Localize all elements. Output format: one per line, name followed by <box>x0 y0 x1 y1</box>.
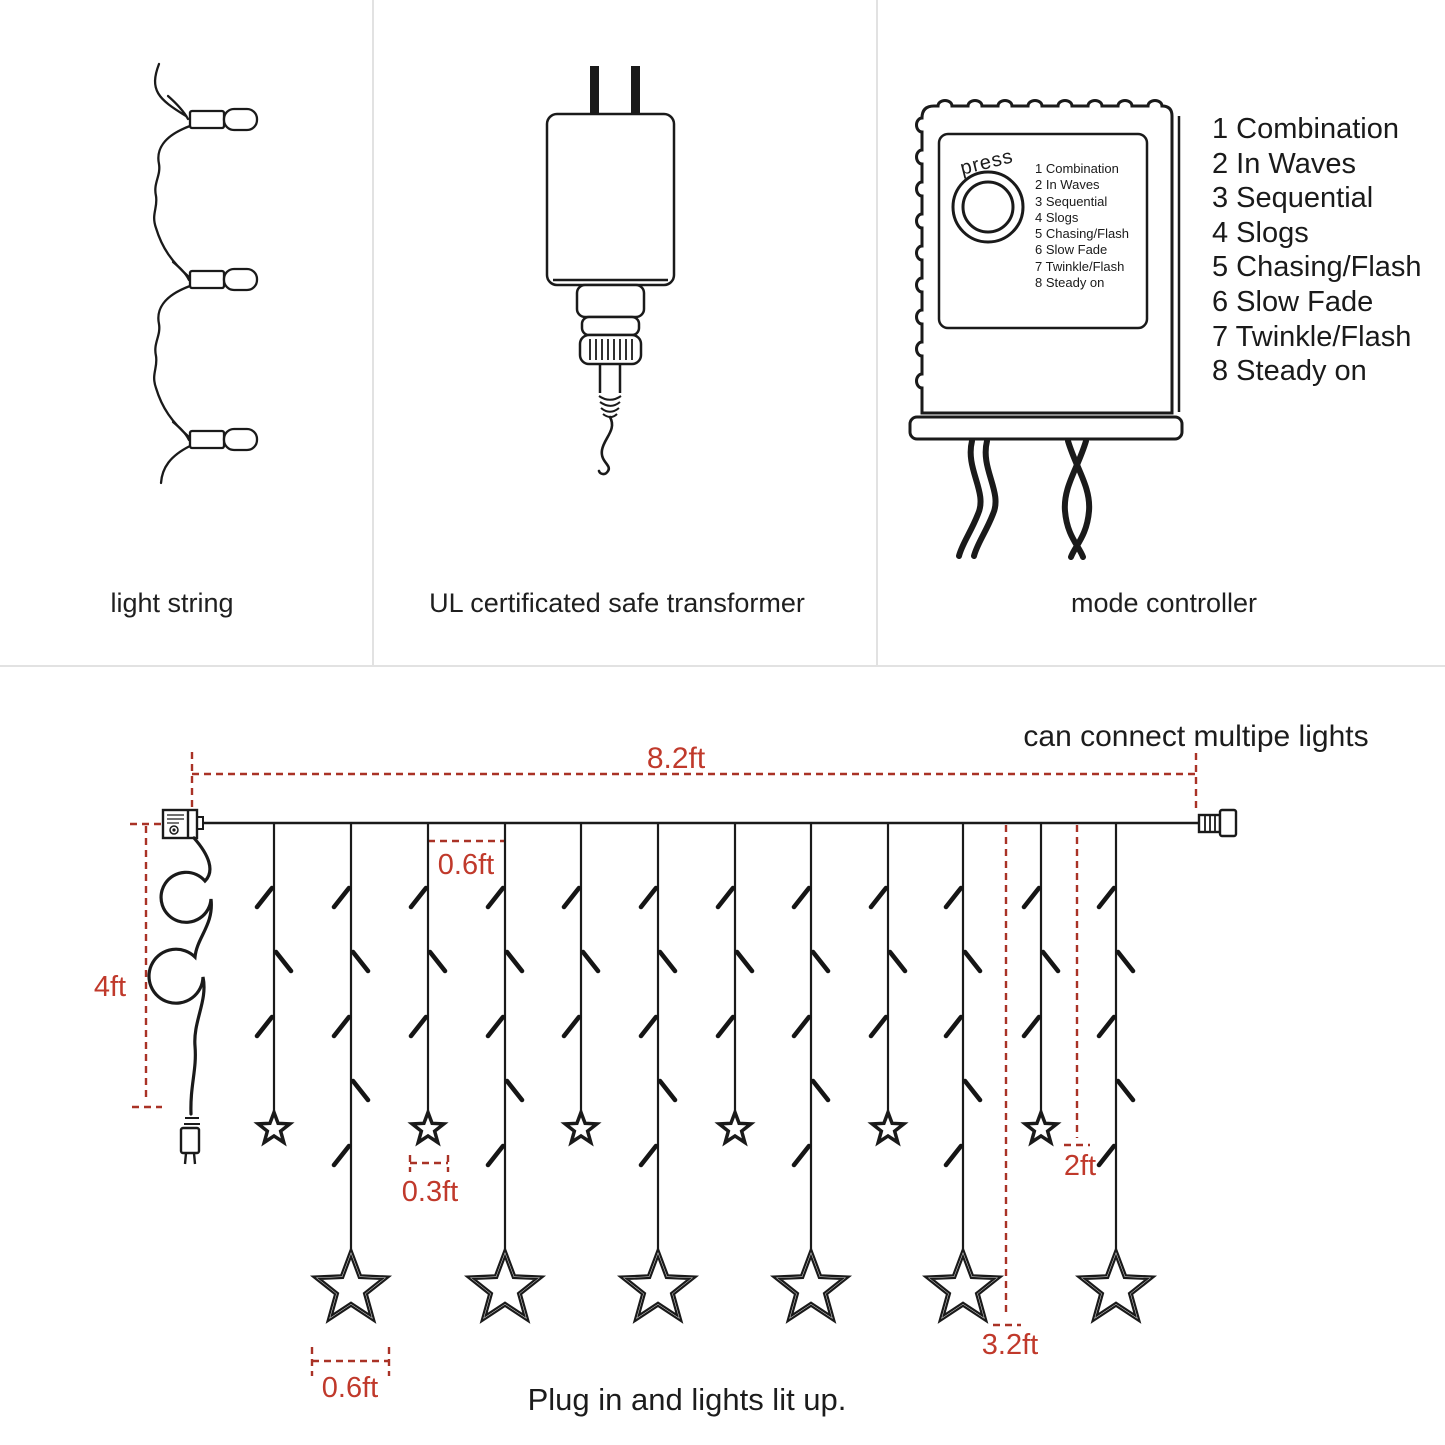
drop-wires <box>272 823 1118 1249</box>
mode-item: 6 Slow Fade <box>1212 285 1374 318</box>
led-ticks <box>254 885 1136 1168</box>
dim-long-drop: 3.2ft <box>981 1329 1039 1361</box>
light-string-caption: light string <box>110 588 234 618</box>
mode-item: 7 Twinkle/Flash <box>1035 258 1125 274</box>
dim-big-star-width: 0.6ft <box>321 1372 379 1404</box>
mode-item: 2 In Waves <box>1212 147 1356 180</box>
mode-item: 7 Twinkle/Flash <box>1212 320 1412 353</box>
transformer-caption: UL certificated safe transformer <box>429 588 805 618</box>
light-string-icon <box>153 62 259 485</box>
mode-item: 1 Combination <box>1035 161 1119 176</box>
section-divider <box>0 665 1445 667</box>
dim-short-drop: 2ft <box>1063 1150 1097 1182</box>
mode-item: 2 In Waves <box>1035 177 1100 193</box>
top-panels-drawing <box>153 62 1184 560</box>
dim-drop-height: 4ft <box>93 971 127 1003</box>
controller-caption: mode controller <box>1070 588 1258 618</box>
mode-item: 6 Slow Fade <box>1035 242 1108 258</box>
controller-mode-list: 1 Combination 2 In Waves 3 Sequential 4 … <box>1035 161 1129 291</box>
dim-drop-spacing: 0.6ft <box>437 849 495 881</box>
dim-total-width: 8.2ft <box>646 742 706 775</box>
mode-item: 4 Slogs <box>1035 209 1079 225</box>
mode-item: 8 Steady on <box>1212 355 1367 388</box>
mini-controller-icon <box>161 808 204 840</box>
mode-controller-icon <box>908 99 1184 560</box>
mode-item: 3 Sequential <box>1035 193 1108 209</box>
mode-item: 5 Chasing/Flash <box>1035 226 1129 242</box>
star-ornaments <box>256 1110 1155 1322</box>
dim-small-star-width: 0.3ft <box>401 1176 459 1208</box>
panel-divider-right <box>876 0 878 666</box>
connect-note: can connect multipe lights <box>1023 720 1369 753</box>
power-plug-icon <box>179 1117 201 1165</box>
mode-item: 1 Combination <box>1212 113 1399 145</box>
bottom-caption: Plug in and lights lit up. <box>527 1382 847 1417</box>
transformer-icon <box>545 66 676 476</box>
mode-item: 5 Chasing/Flash <box>1212 251 1422 284</box>
mode-item: 3 Sequential <box>1212 182 1374 215</box>
panel-divider-left <box>372 0 374 666</box>
mode-item: 8 Steady on <box>1035 275 1105 291</box>
dimension-lines <box>130 752 1198 1376</box>
mode-item: 4 Slogs <box>1212 216 1309 249</box>
mode-list-large: 1 Combination 2 In Waves 3 Sequential 4 … <box>1212 112 1422 389</box>
power-cord <box>147 836 213 1116</box>
curtain-lights-drawing <box>130 752 1238 1376</box>
end-connector-icon <box>1197 808 1238 838</box>
